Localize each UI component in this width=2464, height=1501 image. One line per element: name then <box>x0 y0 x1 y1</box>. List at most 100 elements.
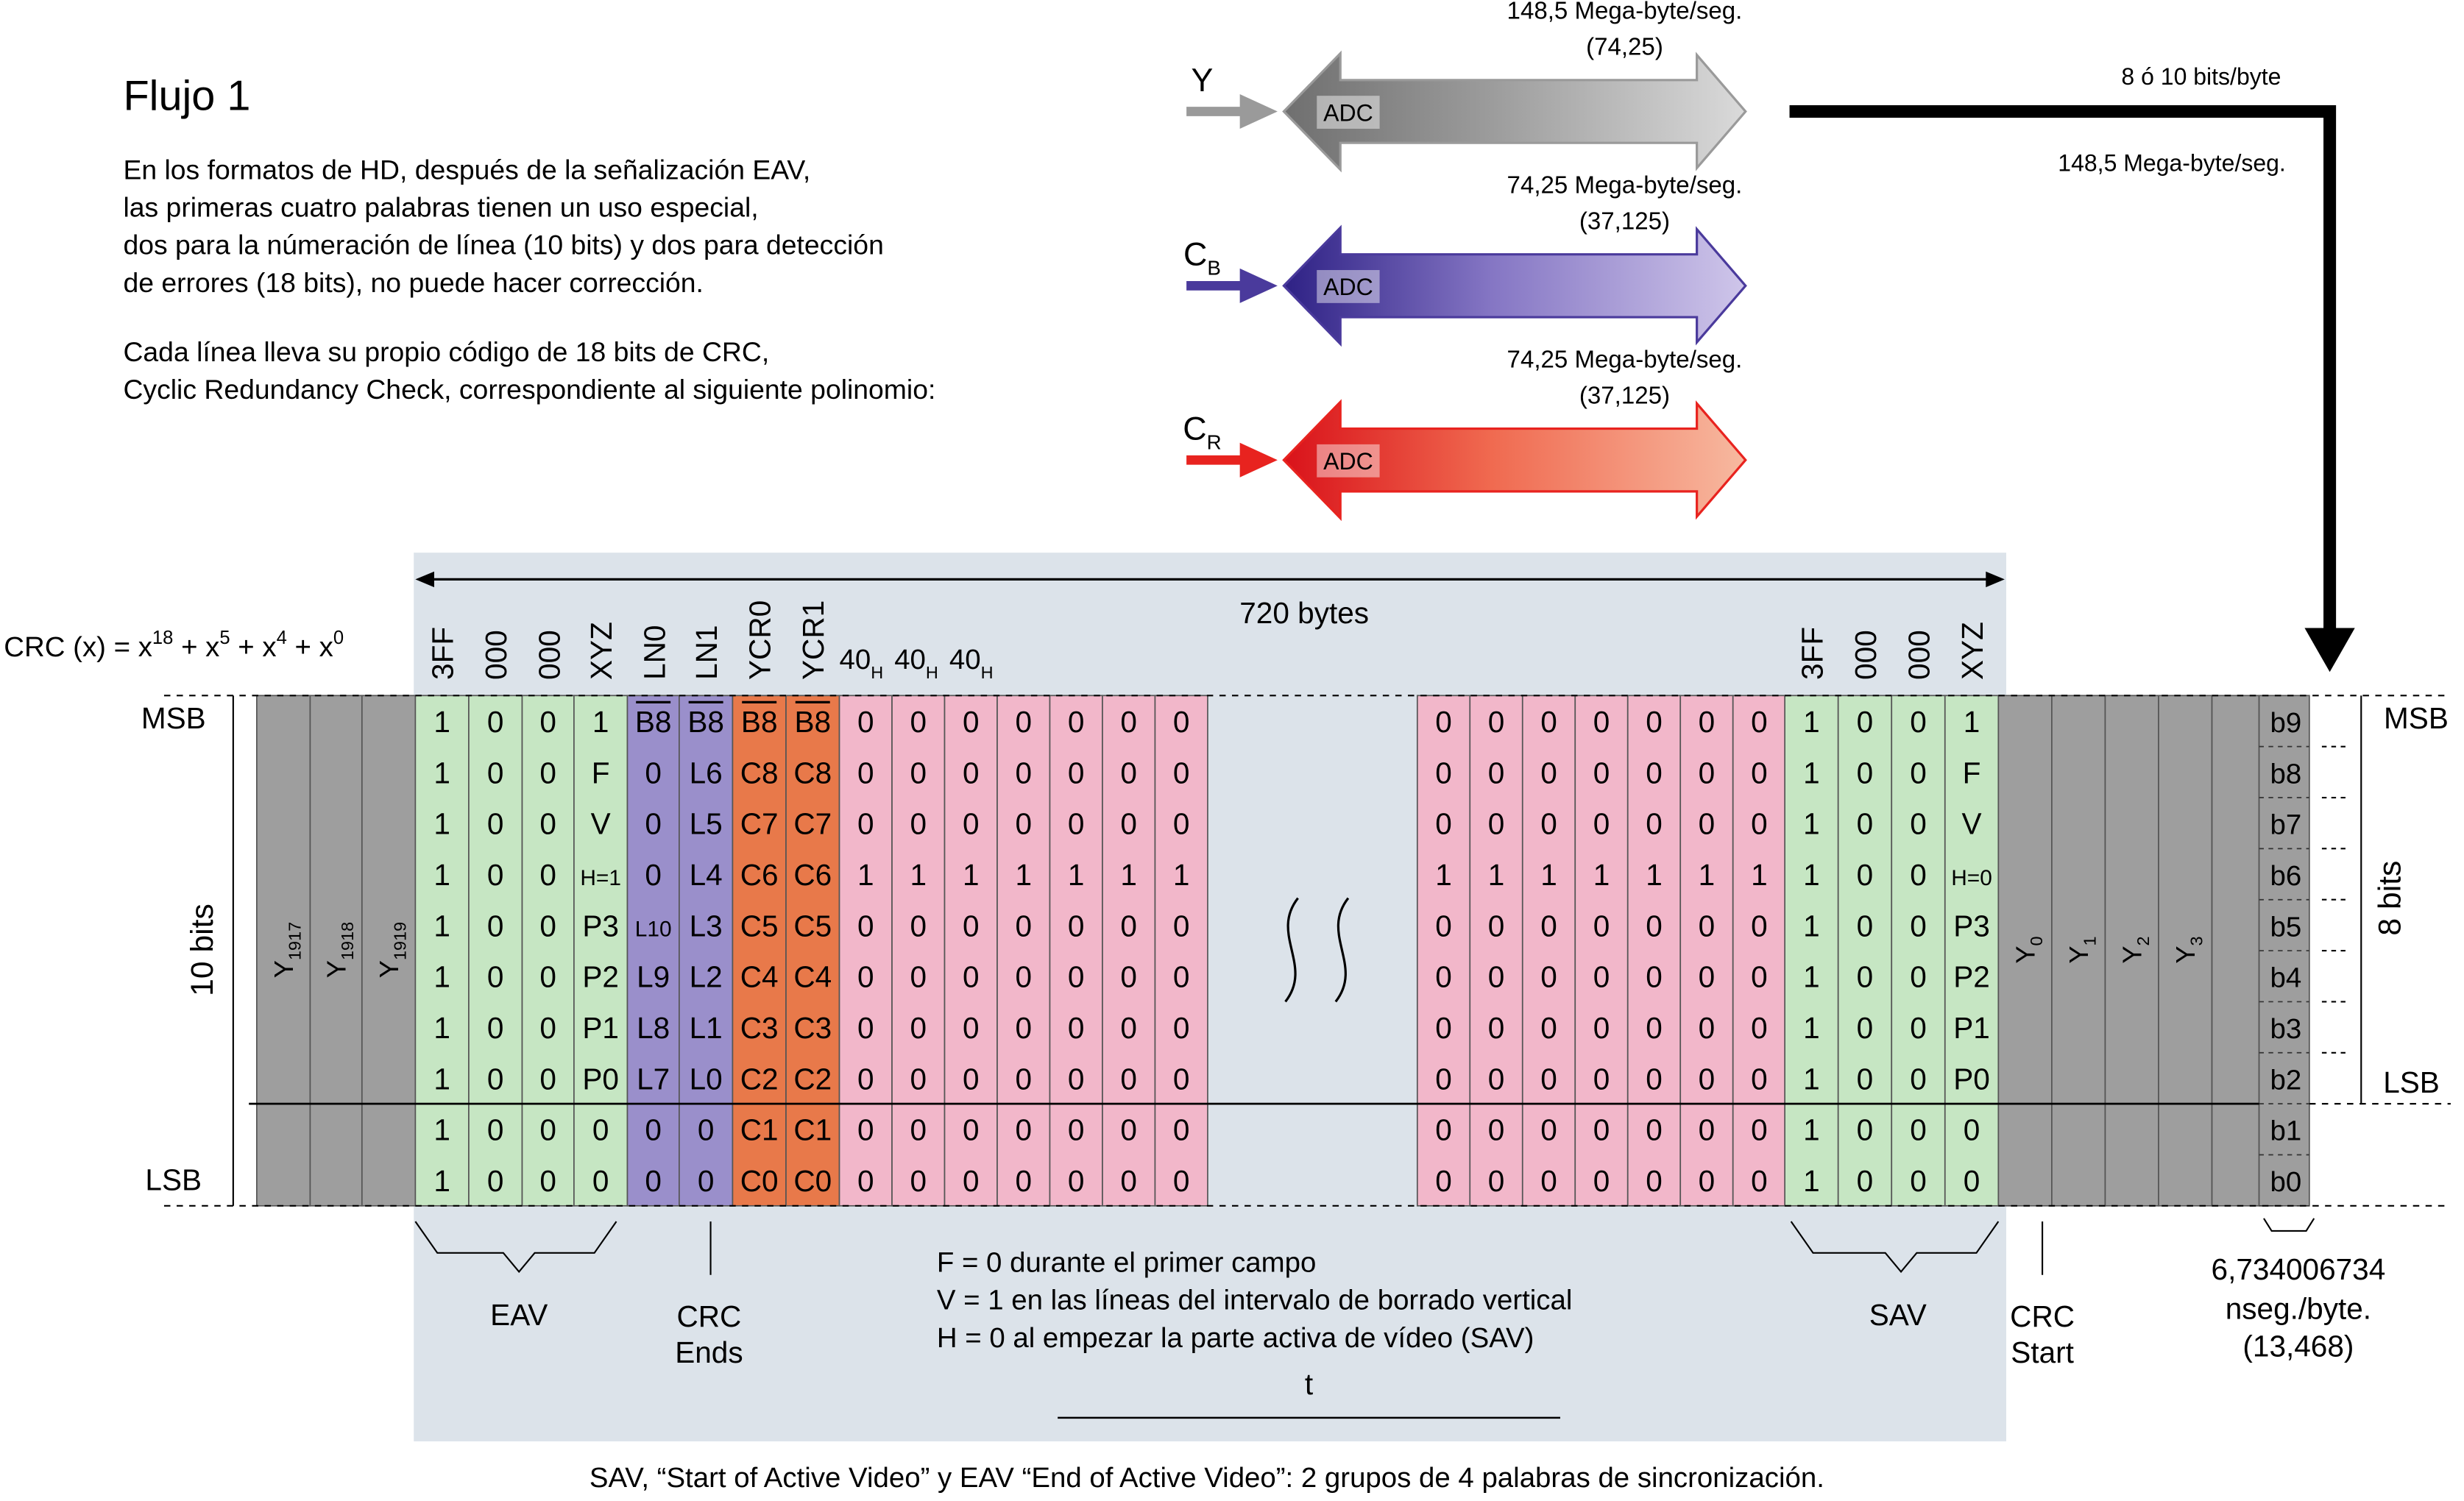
bit-value: C1 <box>793 1113 832 1147</box>
column-cell-bg <box>468 695 523 1207</box>
bit-value: 0 <box>1435 960 1452 994</box>
adc-arrow <box>1282 399 1747 522</box>
bit-value: 0 <box>487 756 504 789</box>
bit-value: 0 <box>1435 756 1452 789</box>
bit-value: 0 <box>1015 756 1032 789</box>
adc-channel-3: CR ADC 74,25 Mega-byte/seg. (37,125) <box>1183 346 1747 522</box>
lsb-left-label: LSB <box>145 1163 202 1196</box>
bit-value: 0 <box>1964 1164 1980 1198</box>
bit-value: 0 <box>592 1113 609 1147</box>
rate-alt-label: (37,125) <box>1579 382 1670 409</box>
header-ln0: LN0 <box>638 625 672 680</box>
intro-line-6: Cyclic Redundancy Check, correspondiente… <box>123 374 935 405</box>
crc-start-label-2: Start <box>2011 1335 2074 1369</box>
bit-value: 0 <box>1646 705 1663 739</box>
bit-value: 1 <box>1803 1011 1820 1045</box>
bit-value: 0 <box>1751 1164 1768 1198</box>
sav-bracket <box>1790 1221 2000 1274</box>
y-sample-label: Y3 <box>2170 936 2206 963</box>
bit-value: L0 <box>690 1062 723 1096</box>
page-title: Flujo 1 <box>123 72 250 119</box>
column-cell-bg <box>838 695 893 1207</box>
bit-value: 0 <box>1751 807 1768 841</box>
channel-label: CR <box>1183 410 1221 453</box>
column-cell-bg <box>1997 695 2053 1207</box>
bit-value: 1 <box>1803 858 1820 892</box>
bit-value: 0 <box>910 807 927 841</box>
bit-value: P0 <box>582 1062 619 1096</box>
bit-index-label: b5 <box>2270 911 2301 943</box>
bit-value: 0 <box>1488 1113 1505 1147</box>
crc-ends-label-1: CRC <box>677 1299 742 1333</box>
rate-label: 148,5 Mega-byte/seg. <box>1507 0 1743 25</box>
column-cell-bg <box>1102 695 1156 1207</box>
bit-value: 0 <box>857 756 874 789</box>
column-cell-bg <box>996 695 1051 1207</box>
eight-bits-label: 8 bits <box>2373 861 2408 936</box>
bit-value: 1 <box>1173 858 1190 892</box>
bit-index-label: b7 <box>2270 809 2301 841</box>
bit-value: 1 <box>1699 858 1716 892</box>
bit-value: P0 <box>1953 1062 1990 1096</box>
filler-column <box>2211 695 2260 1207</box>
bit-value: 0 <box>1593 960 1610 994</box>
adc-arrow <box>1282 224 1747 347</box>
rate-alt-label: (37,125) <box>1579 208 1670 235</box>
crc-polynomial: CRC (x) = x18 + x5 + x4 + x0 <box>4 628 344 663</box>
bit-value: 1 <box>1015 858 1032 892</box>
bit-value: 0 <box>1857 807 1874 841</box>
bit-value: 0 <box>1593 1164 1610 1198</box>
bit-value: 0 <box>539 705 556 739</box>
bit-value: 1 <box>1435 858 1452 892</box>
bit-value: 0 <box>1068 1113 1085 1147</box>
bit-value: 0 <box>857 1113 874 1147</box>
adc-label: ADC <box>1323 448 1373 475</box>
bit-value: 0 <box>487 1113 504 1147</box>
bit-value: 0 <box>1540 1113 1557 1147</box>
bit-value: 0 <box>1173 1164 1190 1198</box>
bit-value: 0 <box>1540 960 1557 994</box>
bit-value: 0 <box>1857 705 1874 739</box>
bit-value: 0 <box>1910 807 1927 841</box>
bit-value: 0 <box>1120 807 1137 841</box>
column-cell-bg <box>1049 695 1103 1207</box>
bit-value: 0 <box>963 1164 980 1198</box>
bit-value: 0 <box>1540 756 1557 789</box>
column-cell-bg <box>1679 695 1734 1207</box>
msb-right-label: MSB <box>2384 701 2449 735</box>
column-cell-bg <box>1416 695 1471 1207</box>
bit-value: 0 <box>1699 1011 1716 1045</box>
bit-value: 1 <box>433 807 450 841</box>
column-cell-bg <box>414 695 470 1207</box>
header-000: 000 <box>479 630 513 680</box>
bit-value: 0 <box>1488 909 1505 943</box>
y-sample-label: Y1918 <box>321 922 357 978</box>
bit-value: 0 <box>539 1164 556 1198</box>
bit-value: C6 <box>740 858 779 892</box>
bit-value: 0 <box>1751 960 1768 994</box>
rate-label: 74,25 Mega-byte/seg. <box>1507 346 1743 373</box>
bit-value: 0 <box>1646 1164 1663 1198</box>
bit-value: L10 <box>635 917 672 941</box>
bit-value: H=0 <box>1951 866 1992 890</box>
header-ln1: LN1 <box>690 625 723 680</box>
column-cell-bg <box>2211 695 2260 1207</box>
width-label: 720 bytes <box>1239 596 1369 630</box>
bit-value: L8 <box>637 1011 670 1045</box>
column-cell-bg <box>1891 695 1946 1207</box>
bit-value: 1 <box>1803 705 1820 739</box>
bit-value: C7 <box>740 807 779 841</box>
time-label: t <box>1305 1367 1313 1401</box>
bit-value: C2 <box>740 1062 779 1096</box>
column-cell-bg <box>626 695 680 1207</box>
input-arrowhead <box>1239 442 1278 478</box>
bit-value: 0 <box>1540 705 1557 739</box>
bit-value: V <box>591 807 611 841</box>
column-cell-bg <box>2158 695 2213 1207</box>
